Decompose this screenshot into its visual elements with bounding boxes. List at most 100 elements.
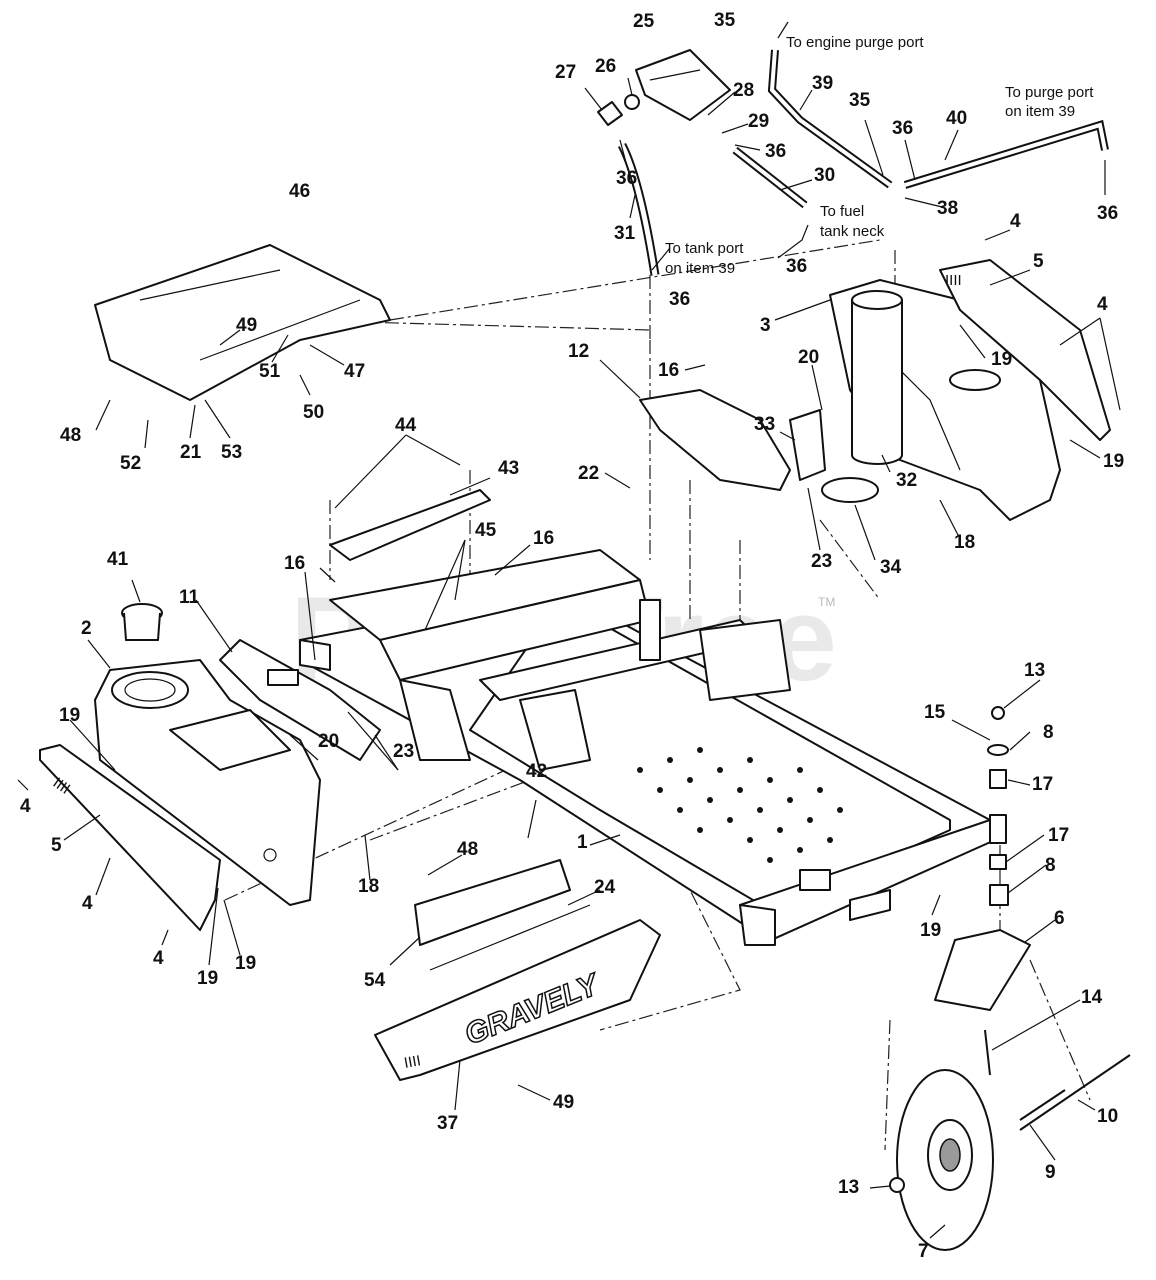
callout-44: 44 [395, 415, 417, 436]
callout-36a: 36 [892, 118, 913, 139]
callout-9: 9 [1045, 1162, 1056, 1183]
callout-47: 47 [344, 361, 365, 382]
callout-3: 3 [760, 315, 771, 336]
fender-left: IIII [39, 744, 221, 931]
callout-48b: 48 [457, 839, 478, 860]
callout-21: 21 [180, 442, 202, 463]
callout-51: 51 [259, 361, 281, 382]
callout-22: 22 [578, 463, 599, 484]
purge-canister-25 [635, 49, 731, 121]
callout-13b: 13 [838, 1177, 859, 1198]
callout-15: 15 [924, 702, 946, 723]
callouts: 25 35 26 27 28 39 35 40 29 36 36 36 30 3… [20, 10, 1124, 1262]
svg-text:IIII: IIII [50, 774, 73, 797]
callout-11: 11 [179, 587, 200, 608]
deck-cover-37: GRAVELY IIII [374, 919, 661, 1081]
callout-4d: 4 [82, 893, 93, 914]
callout-36b: 36 [765, 141, 786, 162]
note-tank-port: To tank port [665, 240, 744, 257]
note-tank-neck: tank neck [820, 223, 885, 240]
callout-4c: 4 [20, 796, 31, 817]
callout-14: 14 [1081, 987, 1103, 1008]
callout-12: 12 [568, 341, 589, 362]
callout-4a: 4 [1010, 211, 1021, 232]
cup-41 [121, 603, 163, 641]
callout-31: 31 [614, 223, 636, 244]
callout-20b: 20 [318, 731, 339, 752]
callout-1: 1 [577, 832, 588, 853]
tube-caster [989, 814, 1007, 844]
note-purge-port-item: on item 39 [1005, 103, 1075, 120]
note-purge-port: To purge port [1005, 84, 1094, 101]
callout-19c: 19 [59, 705, 80, 726]
callout-52: 52 [120, 453, 141, 474]
callout-5a: 5 [1033, 251, 1044, 272]
callout-2: 2 [81, 618, 92, 639]
callout-24: 24 [594, 877, 616, 898]
callout-5b: 5 [51, 835, 62, 856]
callout-8a: 8 [1043, 722, 1054, 743]
callout-19b: 19 [1103, 451, 1124, 472]
note-engine-purge: To engine purge port [786, 34, 924, 51]
callout-35b: 35 [849, 90, 871, 111]
valve-27 [597, 101, 623, 126]
callout-19f: 19 [197, 968, 218, 989]
callout-6: 6 [1054, 908, 1065, 929]
callout-45: 45 [475, 520, 497, 541]
bushing-17b [989, 854, 1007, 870]
note-fuel: To fuel [820, 203, 864, 220]
callout-54: 54 [364, 970, 386, 991]
fender-right: IIII [939, 259, 1111, 441]
callout-33: 33 [754, 414, 775, 435]
callout-25: 25 [633, 11, 655, 32]
callout-17b: 17 [1048, 825, 1069, 846]
callout-32: 32 [896, 470, 917, 491]
nut-13b [889, 1177, 905, 1193]
washer-8a [987, 744, 1009, 756]
callout-34: 34 [880, 557, 902, 578]
callout-20a: 20 [798, 347, 819, 368]
clamp-34 [821, 477, 879, 503]
callout-23b: 23 [393, 741, 414, 762]
callout-50: 50 [303, 402, 324, 423]
callout-48a: 48 [60, 425, 81, 446]
callout-16a: 16 [658, 360, 679, 381]
bolt-10 [1019, 1054, 1131, 1131]
callout-19e: 19 [235, 953, 256, 974]
callout-18b: 18 [358, 876, 379, 897]
callout-10: 10 [1097, 1106, 1118, 1127]
callout-26: 26 [595, 56, 616, 77]
callout-36f: 36 [669, 289, 690, 310]
callout-17a: 17 [1032, 774, 1053, 795]
canister-32 [851, 290, 903, 465]
callout-7: 7 [918, 1241, 929, 1262]
cap-26 [624, 94, 640, 110]
shield-46 [94, 244, 391, 401]
svg-text:IIII: IIII [945, 272, 962, 289]
watermark-trademark: TM [818, 595, 835, 609]
callout-37: 37 [437, 1113, 458, 1134]
callout-30: 30 [814, 165, 835, 186]
callout-36d: 36 [1097, 203, 1118, 224]
callout-19d: 19 [920, 920, 941, 941]
callout-36c: 36 [616, 168, 637, 189]
callout-49b: 49 [553, 1092, 574, 1113]
callout-46: 46 [289, 181, 310, 202]
callout-19a: 19 [991, 349, 1012, 370]
note-tank-port-item: on item 39 [665, 260, 735, 277]
callout-8b: 8 [1045, 855, 1056, 876]
callout-41: 41 [107, 549, 129, 570]
callout-43: 43 [498, 458, 519, 479]
callout-27: 27 [555, 62, 576, 83]
bracket-12 [639, 389, 791, 491]
cover-11-slot [267, 669, 299, 686]
callout-36e: 36 [786, 256, 807, 277]
fuel-tank-left [94, 659, 321, 906]
callout-18a: 18 [954, 532, 975, 553]
svg-text:IIII: IIII [403, 1052, 422, 1072]
callout-39: 39 [812, 73, 833, 94]
callout-35: 35 [714, 10, 736, 31]
callout-4b: 4 [1097, 294, 1108, 315]
callout-13a: 13 [1024, 660, 1045, 681]
callout-16c: 16 [284, 553, 305, 574]
